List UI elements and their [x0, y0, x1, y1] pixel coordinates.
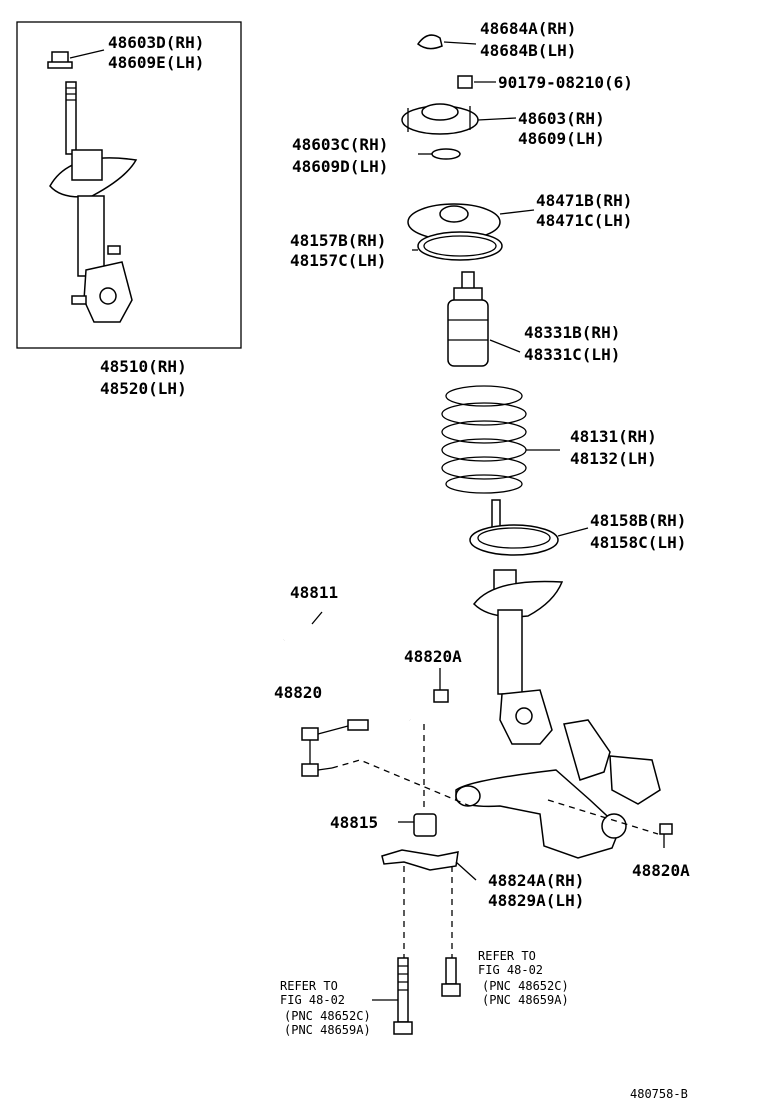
label-90179: 90179-08210(6) — [498, 73, 633, 92]
label-48157C: 48157C(LH) — [290, 251, 386, 270]
upper-support — [401, 34, 535, 261]
label-48820A-top: 48820A — [404, 647, 462, 666]
label-48331C: 48331C(LH) — [524, 345, 620, 364]
refer-right-line4: (PNC 48659A) — [482, 993, 569, 1007]
label-48603: 48603(RH) — [518, 109, 605, 128]
refer-right-line2: FIG 48-02 — [478, 963, 543, 977]
strut-assembly-box — [16, 21, 242, 349]
refer-left-line2: FIG 48-02 — [280, 993, 345, 1007]
refer-left-line4: (PNC 48659A) — [284, 1023, 371, 1037]
label-48820: 48820 — [274, 683, 322, 702]
label-48132: 48132(LH) — [570, 449, 657, 468]
label-48603D: 48603D(RH) — [108, 33, 204, 52]
label-48609E: 48609E(LH) — [108, 53, 204, 72]
label-48331B: 48331B(RH) — [524, 323, 620, 342]
label-48471C: 48471C(LH) — [536, 211, 632, 230]
stabilizer-bar — [281, 611, 659, 1035]
refer-right-line3: (PNC 48652C) — [482, 979, 569, 993]
label-48158C: 48158C(LH) — [590, 533, 686, 552]
figure-id: 480758-B — [630, 1087, 688, 1101]
label-48603C: 48603C(RH) — [292, 135, 388, 154]
lower-strut — [469, 499, 589, 745]
coil-spring — [441, 385, 560, 494]
refer-right-line1: REFER TO — [478, 949, 536, 963]
refer-left-line1: REFER TO — [280, 979, 338, 993]
knuckle-arm — [455, 719, 673, 859]
label-48820A-right: 48820A — [632, 861, 690, 880]
label-48131: 48131(RH) — [570, 427, 657, 446]
label-48824A: 48824A(RH) — [488, 871, 584, 890]
label-48811: 48811 — [290, 583, 338, 602]
label-48829A: 48829A(LH) — [488, 891, 584, 910]
label-48157B: 48157B(RH) — [290, 231, 386, 250]
refer-note-left: REFER TO FIG 48-02 (PNC 48652C) (PNC 486… — [280, 979, 371, 1037]
label-48471B: 48471B(RH) — [536, 191, 632, 210]
label-48684B: 48684B(LH) — [480, 41, 576, 60]
label-48520: 48520(LH) — [100, 379, 187, 398]
label-48609: 48609(LH) — [518, 129, 605, 148]
dust-boot — [447, 271, 521, 367]
refer-note-right: REFER TO FIG 48-02 (PNC 48652C) (PNC 486… — [478, 949, 569, 1007]
part-labels: 48603D(RH) 48609E(LH) 48510(RH) 48520(LH… — [100, 19, 690, 910]
label-48158B: 48158B(RH) — [590, 511, 686, 530]
label-48815: 48815 — [330, 813, 378, 832]
refer-left-line3: (PNC 48652C) — [284, 1009, 371, 1023]
label-48510: 48510(RH) — [100, 357, 187, 376]
label-48684A: 48684A(RH) — [480, 19, 576, 38]
label-48609D: 48609D(LH) — [292, 157, 388, 176]
